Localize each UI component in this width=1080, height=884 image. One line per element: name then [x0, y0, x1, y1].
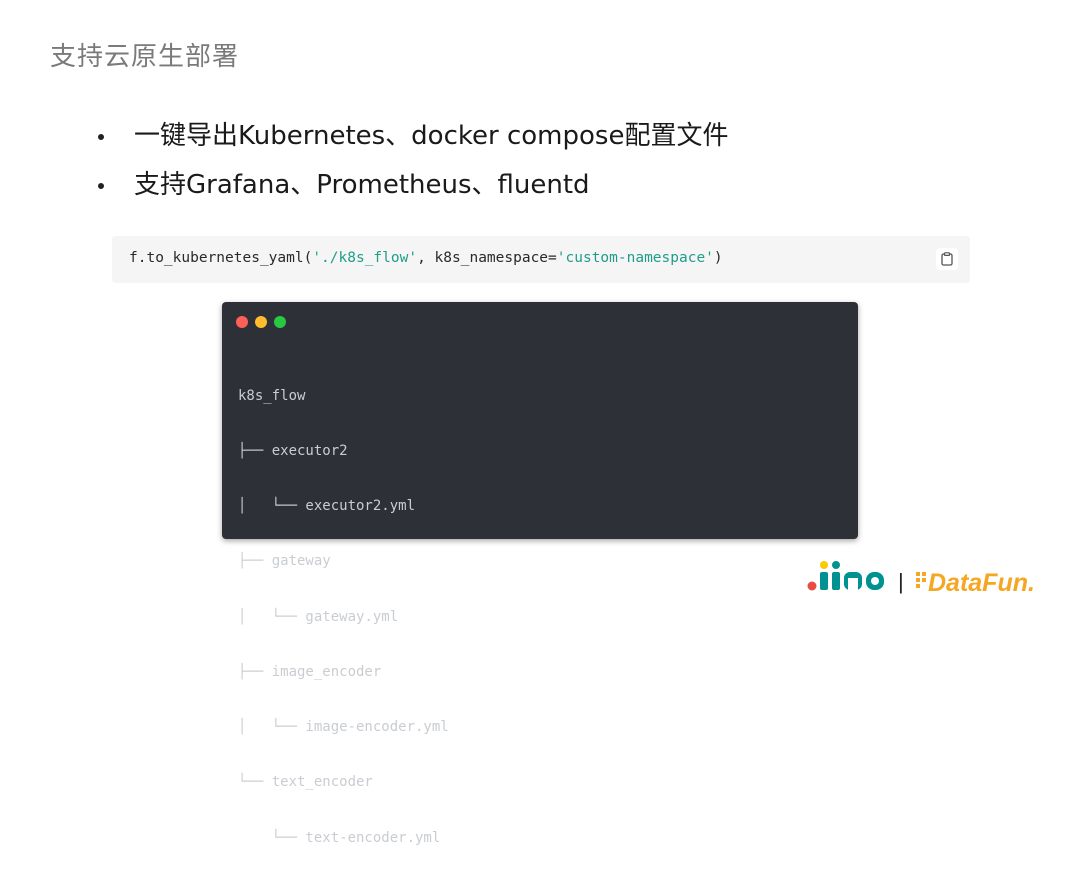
tree-line: │ └── gateway.yml [238, 608, 399, 625]
clipboard-icon [941, 252, 953, 266]
terminal-window: k8s_flow ├── executor2 │ └── executor2.y… [222, 302, 858, 846]
maximize-light-icon [274, 316, 286, 328]
copy-button[interactable] [936, 248, 958, 270]
tree-line: ├── image_encoder [238, 663, 382, 680]
code-block: f.to_kubernetes_yaml('./k8s_flow', k8s_n… [112, 236, 970, 283]
close-light-icon [236, 316, 248, 328]
slide-title: 支持云原生部署 [50, 42, 240, 72]
window-controls [236, 316, 286, 328]
logo-separator: | [898, 569, 904, 594]
tree-line: └── text_encoder [238, 774, 373, 791]
bullet-list: 一键导出Kubernetes、docker compose配置文件 支持Graf… [98, 120, 728, 218]
tree-line: └── text-encoder.yml [238, 829, 441, 846]
datafun-logo: DataFun. [916, 569, 1035, 597]
bullet-text: 一键导出Kubernetes、docker compose配置文件 [134, 121, 729, 151]
bullet-dot-icon [98, 183, 104, 189]
code-string-namespace: 'custom-namespace' [556, 250, 714, 266]
bullet-item: 支持Grafana、Prometheus、fluentd [98, 169, 728, 201]
code-mid: , k8s_namespace= [417, 250, 557, 266]
tree-line: ├── executor2 [238, 443, 348, 460]
jina-logo [807, 561, 884, 591]
bullet-dot-icon [98, 134, 104, 140]
tree-line: k8s_flow [238, 387, 306, 404]
directory-tree: k8s_flow ├── executor2 │ └── executor2.y… [238, 350, 449, 884]
tree-line: ├── gateway [238, 553, 331, 570]
datafun-wordmark: DataFun. [928, 569, 1035, 597]
tree-line: │ └── image-encoder.yml [238, 719, 449, 736]
tree-line: │ └── executor2.yml [238, 498, 416, 515]
code-string-path: './k8s_flow' [312, 250, 418, 266]
bullet-text: 支持Grafana、Prometheus、fluentd [134, 170, 590, 200]
footer-logos: | DataFun. [807, 561, 1035, 597]
code-prefix: f.to_kubernetes_yaml( [129, 250, 313, 266]
code-line: f.to_kubernetes_yaml('./k8s_flow', k8s_n… [129, 250, 723, 266]
code-suffix: ) [713, 250, 723, 266]
minimize-light-icon [255, 316, 267, 328]
bullet-item: 一键导出Kubernetes、docker compose配置文件 [98, 120, 728, 152]
